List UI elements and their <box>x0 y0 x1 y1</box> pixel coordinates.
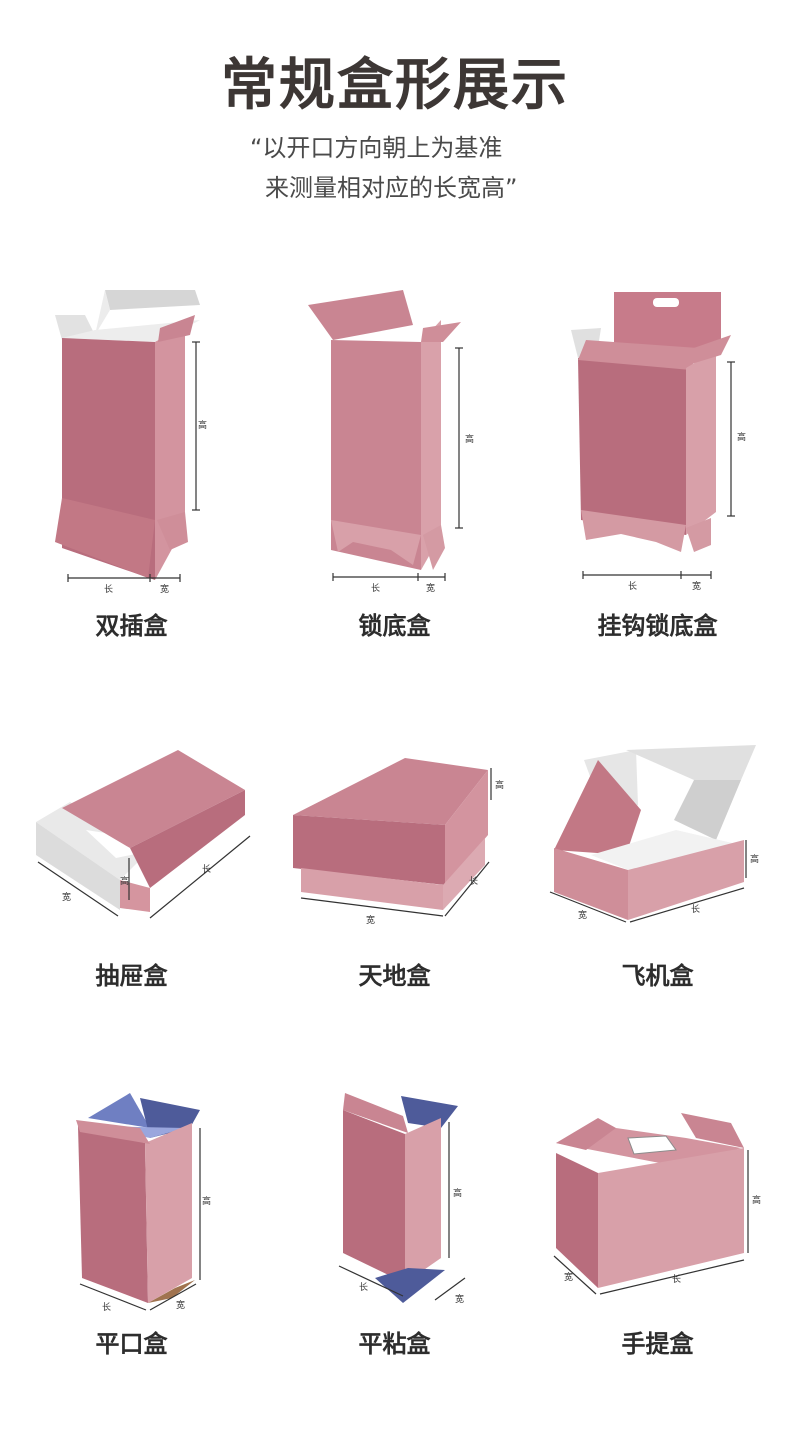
width-label: 宽 <box>692 580 701 592</box>
double-tuck-box-illustration: 高 长 宽 <box>55 290 207 595</box>
length-label: 长 <box>691 903 700 915</box>
box-caption: 抽屉盒 <box>95 962 168 990</box>
subtitle-line-2: 来测量相对应的长宽高” <box>265 174 518 202</box>
box-caption: 挂钩锁底盒 <box>597 612 718 640</box>
length-label: 长 <box>202 863 211 875</box>
width-label: 宽 <box>176 1299 185 1311</box>
box-card-flat-glued: 高 长 宽 平粘盒 <box>263 1088 526 1368</box>
width-label: 宽 <box>366 914 375 926</box>
height-label: 高 <box>737 431 746 443</box>
box-card-flat-open: 高 长 宽 平口盒 <box>0 1088 263 1368</box>
length-label: 长 <box>104 583 113 595</box>
subtitle-line-1: “以开口方向朝上为基准 <box>250 134 503 162</box>
width-label: 宽 <box>160 583 169 595</box>
box-card-double-tuck: 高 长 宽 双插盒 <box>0 280 263 660</box>
page-title: 常规盒形展示 <box>221 53 569 118</box>
box-card-hanging-lock-bottom: 高 长 宽 挂钩锁底盒 <box>526 280 789 660</box>
height-label: 高 <box>495 779 504 791</box>
width-label: 宽 <box>564 1271 573 1283</box>
height-label: 高 <box>198 419 207 431</box>
handle-box-illustration: 高 宽 长 <box>553 1113 761 1295</box>
box-caption: 手提盒 <box>621 1330 694 1358</box>
width-label: 宽 <box>62 891 71 903</box>
width-label: 宽 <box>455 1293 464 1305</box>
box-caption: 平粘盒 <box>358 1330 431 1358</box>
height-label: 高 <box>752 1194 761 1206</box>
box-card-lid-base: 高 宽 长 天地盒 <box>263 740 526 1010</box>
box-caption: 平口盒 <box>95 1330 168 1358</box>
mailer-box-illustration: 高 宽 长 <box>549 745 759 923</box>
lock-bottom-box-illustration: 高 长 宽 <box>308 290 474 594</box>
width-label: 宽 <box>578 909 587 921</box>
length-label: 长 <box>672 1273 681 1285</box>
width-label: 宽 <box>426 582 435 594</box>
box-caption: 锁底盒 <box>358 612 431 640</box>
box-caption: 双插盒 <box>95 612 168 640</box>
box-caption: 飞机盒 <box>621 962 694 990</box>
hanging-lock-bottom-box-illustration: 高 长 宽 <box>571 292 746 592</box>
flat-glued-box-illustration: 高 长 宽 <box>338 1093 466 1305</box>
lid-base-box-illustration: 高 宽 长 <box>293 758 504 926</box>
length-label: 长 <box>359 1281 368 1293</box>
height-label: 高 <box>453 1187 462 1199</box>
length-label: 长 <box>469 875 478 887</box>
length-label: 长 <box>628 580 637 592</box>
box-card-lock-bottom: 高 长 宽 锁底盒 <box>263 280 526 660</box>
flat-open-box-illustration: 高 长 宽 <box>76 1093 211 1313</box>
drawer-box-illustration: 宽 高 长 <box>36 750 251 919</box>
length-label: 长 <box>371 582 380 594</box>
height-label: 高 <box>465 433 474 445</box>
box-card-handle: 高 宽 长 手提盒 <box>526 1088 789 1368</box>
height-label: 高 <box>750 853 759 865</box>
box-card-mailer: 高 宽 长 飞机盒 <box>526 740 789 1010</box>
height-label: 高 <box>120 875 129 887</box>
height-label: 高 <box>202 1195 211 1207</box>
length-label: 长 <box>102 1301 111 1313</box>
box-caption: 天地盒 <box>358 962 431 990</box>
box-card-drawer: 宽 高 长 抽屉盒 <box>0 740 263 1010</box>
